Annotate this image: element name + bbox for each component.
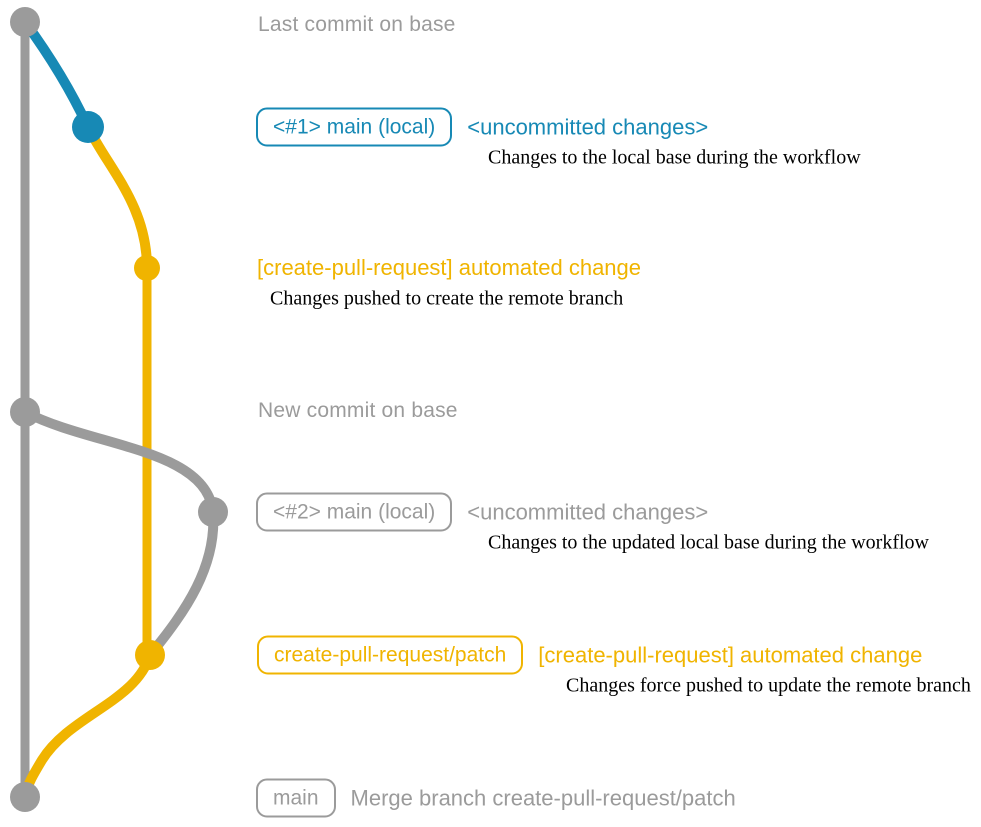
merge-branch-title: Merge branch create-pull-request/patch xyxy=(350,785,736,810)
caption-local-base-changes: Changes to the local base during the wor… xyxy=(488,146,861,169)
automated-change-title-2: [create-pull-request] automated change xyxy=(538,642,923,667)
commit-node-local-main-1 xyxy=(72,111,104,143)
local-main-2-to-remote-curve xyxy=(145,507,219,660)
uncommitted-changes-title-2: <uncommitted changes> xyxy=(467,499,709,524)
branch-badge-create-pull-request-patch: create-pull-request/patch xyxy=(257,635,524,675)
row-new-commit: New commit on base xyxy=(258,399,458,423)
caption-force-pushed-update-remote: Changes force pushed to update the remot… xyxy=(566,674,971,697)
row-automated-change-2: create-pull-request/patch [create-pull-r… xyxy=(257,635,923,675)
git-graph xyxy=(10,7,228,812)
last-commit-label: Last commit on base xyxy=(258,13,456,36)
commit-node-remote-1 xyxy=(134,255,160,281)
commit-node-new-base xyxy=(10,397,40,427)
local-main-branch-line xyxy=(20,17,93,132)
caption-updated-local-base-changes: Changes to the updated local base during… xyxy=(488,531,929,554)
row-last-commit: Last commit on base xyxy=(258,13,456,37)
row-local-main-1: <#1> main (local) <uncommitted changes> xyxy=(256,107,709,147)
row-local-main-2: <#2> main (local) <uncommitted changes> xyxy=(256,492,709,532)
row-automated-change-1: [create-pull-request] automated change xyxy=(257,255,641,281)
branch-badge-main-local-1: <#1> main (local) xyxy=(256,107,453,147)
commit-node-last-base xyxy=(10,7,40,37)
new-commit-label: New commit on base xyxy=(258,399,458,422)
caption-pushed-create-remote: Changes pushed to create the remote bran… xyxy=(270,287,624,310)
branch-badge-main: main xyxy=(256,778,336,818)
branch-badge-main-local-2: <#2> main (local) xyxy=(256,492,453,532)
row-merge: main Merge branch create-pull-request/pa… xyxy=(256,778,736,818)
remote-branch-curve-top xyxy=(83,122,152,273)
uncommitted-changes-title-1: <uncommitted changes> xyxy=(467,114,709,139)
remote-merge-curve xyxy=(20,650,155,802)
commit-node-local-main-2 xyxy=(198,497,228,527)
commit-node-merge xyxy=(10,782,40,812)
automated-change-title-1: [create-pull-request] automated change xyxy=(257,255,642,280)
commit-node-remote-2 xyxy=(135,640,165,670)
base-to-local-main-2-curve xyxy=(20,407,218,517)
